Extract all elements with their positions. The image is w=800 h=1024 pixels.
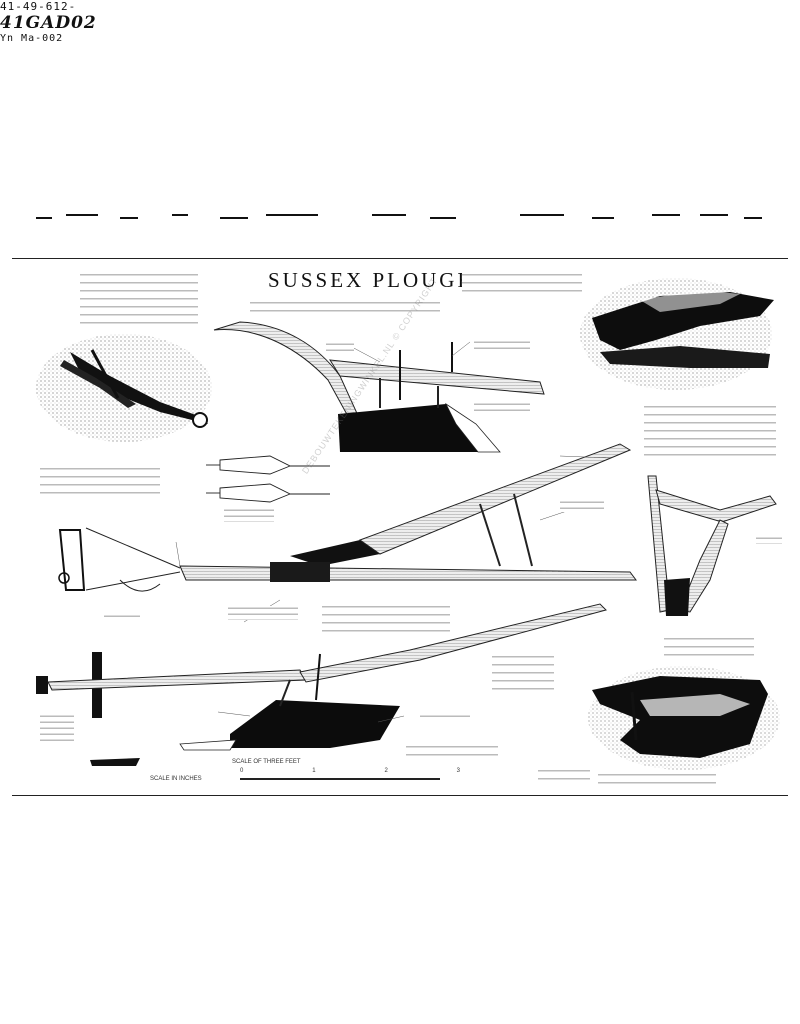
registration-dash: [266, 214, 318, 216]
registration-dash: [700, 214, 728, 216]
bottom-reference-number: Yn Ma-002: [0, 33, 64, 44]
text-block-bottom-right: [664, 636, 754, 660]
part-label: [326, 342, 354, 354]
part-label: [420, 714, 470, 720]
part-label: [560, 500, 604, 512]
scale-number: 2: [384, 768, 388, 774]
registration-dash: [652, 214, 680, 216]
text-block-footnote-right: [598, 772, 716, 784]
photo-plough-closeup: [580, 278, 774, 390]
text-block-top-right: [462, 272, 582, 298]
scale-number: 3: [456, 768, 460, 774]
text-block-coulter: [492, 654, 554, 696]
scale-bar: [240, 778, 440, 780]
registration-dash: [36, 217, 52, 219]
registration-dash: [430, 217, 456, 219]
part-label: [474, 402, 530, 414]
scale-label: SCALE OF THREE FEET: [232, 759, 301, 765]
registration-dash: [220, 217, 248, 219]
drawing-reference-number: 41-49-612-: [0, 0, 77, 13]
hake-detail-sketch: [206, 455, 330, 503]
text-block-footnote: [538, 768, 590, 786]
scale-note: SCALE IN INCHES: [150, 776, 202, 782]
text-block-top-left: [80, 272, 198, 324]
part-label: [228, 606, 298, 620]
scale-number: 1: [312, 768, 316, 774]
page-title: SUSSEX PLOUGH: [268, 268, 476, 292]
registration-dash: [744, 217, 762, 219]
text-block-right: [644, 404, 776, 460]
part-label: [474, 340, 530, 352]
drawing-sheet: [12, 258, 788, 796]
part-label: [104, 614, 140, 620]
plough-full-side-view: [58, 443, 637, 592]
scale-numbers: 0 1 2 3: [240, 768, 460, 774]
scale-number: 0: [240, 768, 244, 774]
part-label: [224, 508, 274, 522]
text-block-subtitle: [250, 300, 440, 316]
registration-dash: [66, 214, 98, 216]
plough-body-side-view: [213, 321, 545, 453]
registration-dash: [520, 214, 564, 216]
registration-dash: [172, 214, 188, 216]
photo-plough-underside: [588, 666, 780, 770]
text-block-left: [40, 466, 160, 500]
part-label: [756, 536, 782, 544]
registration-dash: [372, 214, 406, 216]
handwritten-reference: 41GAD02: [0, 13, 97, 33]
photo-plough-in-field: [36, 334, 212, 442]
registration-dash: [592, 217, 614, 219]
part-label: [40, 714, 74, 742]
registration-dash: [120, 217, 138, 219]
text-block-bottom: [406, 744, 498, 758]
plough-front-view: [647, 475, 777, 616]
plough-other-side-view: [36, 603, 607, 766]
text-block-middle: [322, 604, 450, 632]
